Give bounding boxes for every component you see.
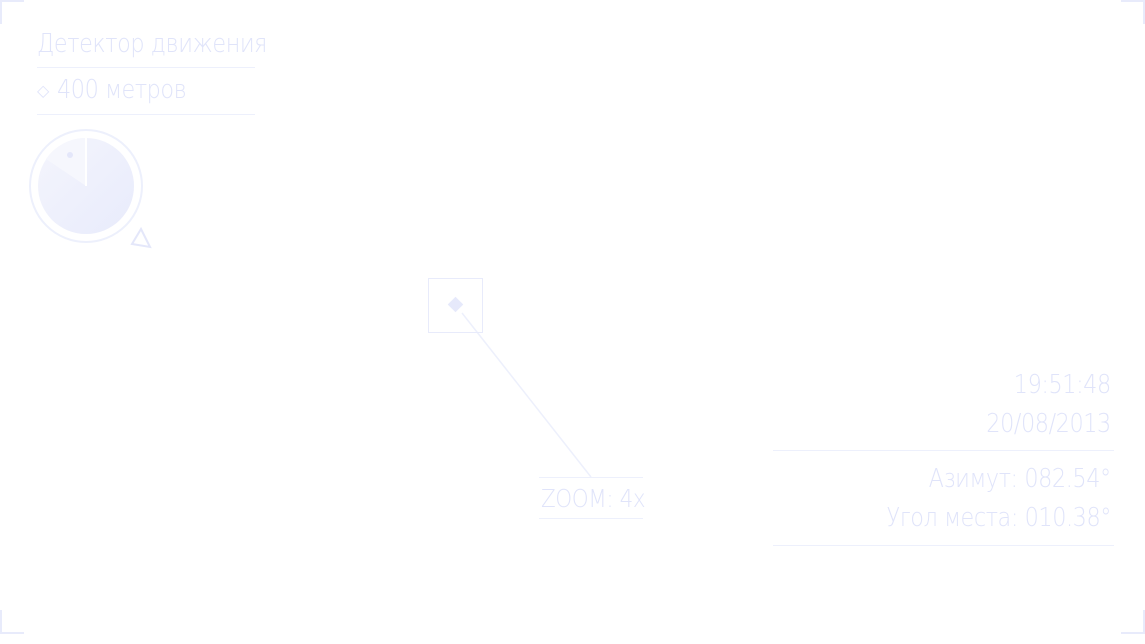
range-value: 400 метров bbox=[57, 75, 187, 105]
dial-triangle-icon bbox=[130, 226, 152, 249]
range-readout: ◇ 400 метров bbox=[37, 74, 208, 106]
clock-date: 20/08/2013 bbox=[986, 409, 1111, 439]
elevation-readout: Угол места: 010.38° bbox=[886, 503, 1112, 533]
target-frame[interactable] bbox=[428, 278, 483, 333]
panel-title: Детектор движения bbox=[37, 29, 267, 59]
zoom-label-box: ZOOM: 4x bbox=[539, 477, 646, 519]
azimuth-readout: Азимут: 082.54° bbox=[928, 464, 1112, 494]
dial-blip bbox=[67, 152, 73, 158]
corner-bracket-bottom-left bbox=[0, 610, 24, 634]
sweep-dial-icon bbox=[29, 129, 152, 249]
corner-bracket-top-right bbox=[1121, 0, 1145, 24]
diamond-outline-icon: ◇ bbox=[37, 80, 50, 100]
title-divider bbox=[37, 67, 255, 68]
range-divider bbox=[37, 114, 255, 115]
clock-time: 19:51:48 bbox=[1014, 370, 1111, 400]
dial-outer-ring bbox=[29, 129, 143, 243]
corner-bracket-top-left bbox=[0, 0, 24, 24]
clock-divider bbox=[773, 450, 1114, 451]
coordinates-divider bbox=[773, 545, 1114, 546]
corner-bracket-bottom-right bbox=[1121, 610, 1145, 634]
dial-sweep-sector bbox=[46, 137, 86, 186]
zoom-value: ZOOM: 4x bbox=[541, 483, 646, 513]
